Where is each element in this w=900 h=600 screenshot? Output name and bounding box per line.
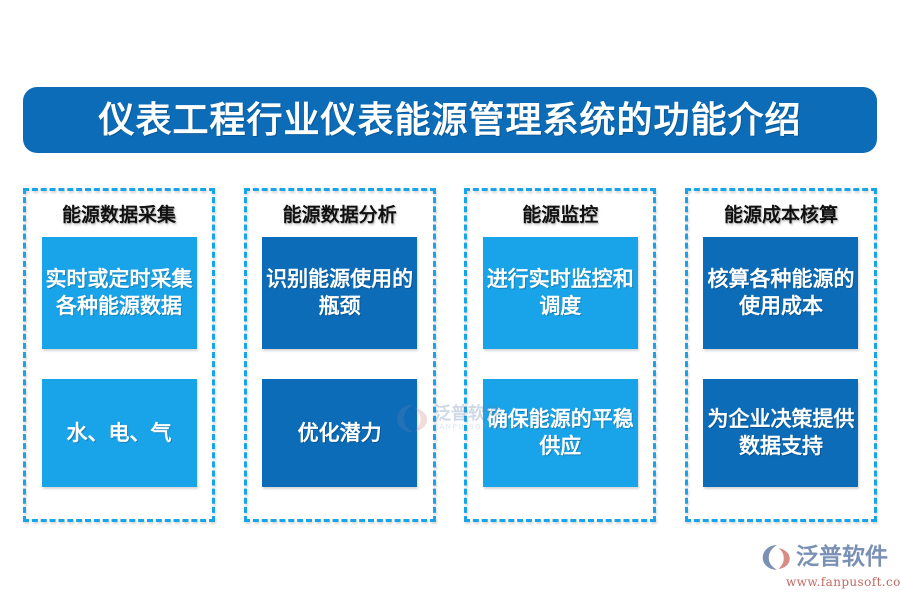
feature-column-energy-data-collection: 能源数据采集 实时或定时采集各种能源数据 水、电、气 bbox=[23, 188, 215, 522]
feature-column-energy-data-analysis: 能源数据分析 识别能源使用的瓶颈 优化潜力 bbox=[243, 188, 436, 522]
feature-card[interactable]: 优化潜力 bbox=[262, 379, 418, 487]
feature-card[interactable]: 核算各种能源的使用成本 bbox=[703, 237, 859, 349]
brand-logo-name: 泛普软件 bbox=[796, 543, 888, 570]
feature-column-energy-cost-accounting: 能源成本核算 核算各种能源的使用成本 为企业决策提供数据支持 bbox=[684, 188, 877, 522]
brand-logo: 泛普软件 www.fanpusoft.com bbox=[762, 543, 900, 591]
feature-card[interactable]: 水、电、气 bbox=[41, 379, 197, 487]
feature-card[interactable]: 识别能源使用的瓶颈 bbox=[262, 237, 418, 349]
feature-card[interactable]: 进行实时监控和调度 bbox=[482, 237, 638, 349]
feature-columns: 能源数据采集 实时或定时采集各种能源数据 水、电、气 能源数据分析 识别能源使用… bbox=[23, 188, 877, 522]
column-header: 能源成本核算 bbox=[723, 204, 838, 226]
column-header: 能源数据采集 bbox=[61, 204, 176, 226]
feature-card[interactable]: 实时或定时采集各种能源数据 bbox=[41, 237, 197, 349]
column-header: 能源数据分析 bbox=[282, 204, 397, 226]
page-title: 仪表工程行业仪表能源管理系统的功能介绍 bbox=[98, 99, 802, 141]
feature-card[interactable]: 为企业决策提供数据支持 bbox=[703, 379, 859, 487]
column-header: 能源监控 bbox=[522, 204, 599, 226]
title-banner: 仪表工程行业仪表能源管理系统的功能介绍 bbox=[23, 87, 877, 153]
fanpu-logo-icon bbox=[762, 545, 790, 570]
brand-logo-row: 泛普软件 bbox=[762, 543, 888, 571]
feature-card[interactable]: 确保能源的平稳供应 bbox=[482, 379, 638, 487]
brand-logo-url: www.fanpusoft.com bbox=[786, 575, 900, 589]
feature-column-energy-monitoring: 能源监控 进行实时监控和调度 确保能源的平稳供应 bbox=[464, 188, 657, 522]
